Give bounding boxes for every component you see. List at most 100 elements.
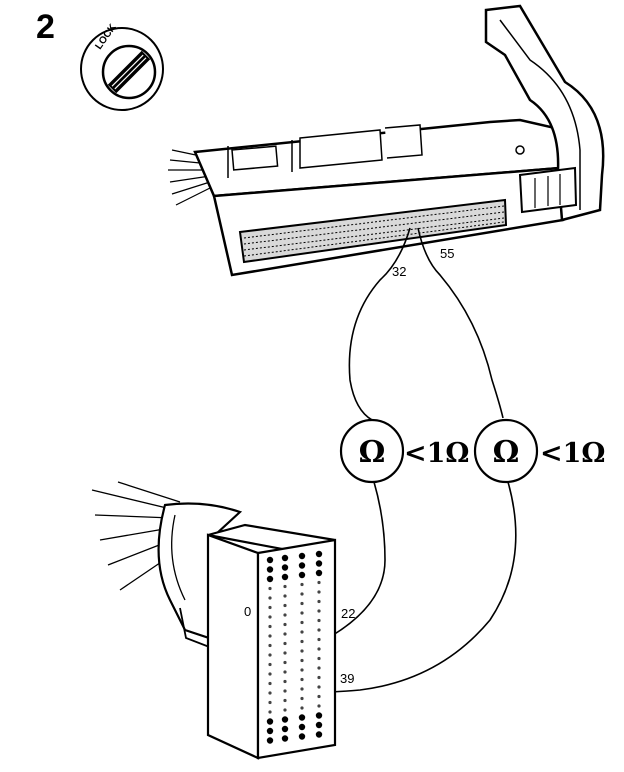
breakout-pin-jack (283, 651, 287, 655)
breakout-pin-jack (266, 566, 274, 573)
breakout-pin-jack (300, 677, 304, 682)
breakout-pin-jack (266, 556, 274, 564)
breakout-pin-22-label: 22 (341, 606, 355, 621)
breakout-pin-jack (283, 613, 287, 617)
breakout-pin-jack (317, 628, 321, 632)
breakout-pin-jack (268, 700, 272, 705)
breakout-box-pins (266, 550, 323, 744)
breakout-pin-jack (300, 696, 304, 701)
lead-box-22 (299, 481, 386, 653)
breakout-pin-jack (268, 605, 272, 610)
breakout-pin-jack (283, 689, 287, 693)
breakout-pin-jack (317, 685, 321, 689)
breakout-pin-jack (268, 691, 272, 695)
breakout-pin-jack (298, 714, 306, 721)
breakout-pin-jack (315, 721, 323, 729)
breakout-pin-jack (266, 737, 274, 744)
breakout-pin-jack (281, 725, 289, 733)
breakout-pin-jack (300, 639, 304, 644)
lead-ecu-55 (417, 227, 504, 419)
breakout-pin-jack (268, 615, 272, 619)
breakout-pin-jack (281, 573, 289, 581)
breakout-pin-jack (266, 727, 274, 735)
breakout-pin-39-label: 39 (340, 671, 354, 686)
breakout-pin-jack (317, 599, 321, 604)
breakout-pin-jack (300, 582, 304, 587)
breakout-pin-jack (298, 571, 306, 579)
breakout-pin-jack (283, 679, 287, 684)
breakout-pin-jack (300, 630, 304, 634)
breakout-pin-jack (283, 622, 287, 627)
ecu-connector (168, 4, 605, 277)
breakout-pin-jack (266, 718, 274, 725)
resistance-spec-left: <1Ω (404, 438, 469, 469)
ohm-symbol-right: Ω (493, 435, 520, 470)
breakout-pin-jack (317, 675, 321, 680)
breakout-pin-jack (266, 575, 274, 583)
breakout-pin-jack (268, 681, 272, 686)
breakout-pin-jack (300, 592, 304, 596)
breakout-pin-jack (300, 668, 304, 672)
breakout-pin-jack (283, 660, 287, 665)
breakout-pin-jack (300, 649, 304, 653)
breakout-side-mark: 0 (244, 604, 251, 619)
test-leads (287, 227, 517, 694)
breakout-pin-jack (317, 666, 321, 670)
breakout-pin-jack (300, 601, 304, 606)
breakout-pin-jack (268, 586, 272, 591)
breakout-pin-jack (300, 687, 304, 691)
ohm-symbol-left: Ω (359, 435, 386, 470)
breakout-pin-jack (268, 662, 272, 667)
step-number: 2 (36, 8, 55, 46)
breakout-pin-jack (315, 569, 323, 577)
breakout-pin-jack (315, 550, 323, 558)
breakout-pin-jack (268, 672, 272, 676)
breakout-pin-jack (317, 609, 321, 613)
breakout-pin-jack (281, 554, 289, 562)
breakout-pin-jack (317, 704, 321, 708)
breakout-pin-jack (283, 670, 287, 674)
breakout-pin-jack (281, 735, 289, 742)
breakout-box (91, 481, 337, 760)
breakout-pin-jack (281, 716, 289, 723)
breakout-pin-jack (283, 698, 287, 703)
breakout-pin-jack (300, 658, 304, 663)
ignition-switch-lock-icon: LOCK (80, 22, 164, 111)
ohmmeter-right: Ω (473, 418, 539, 484)
breakout-pin-jack (283, 603, 287, 608)
breakout-pin-jack (283, 584, 287, 589)
breakout-pin-jack (315, 712, 323, 719)
breakout-pin-jack (298, 733, 306, 740)
breakout-pin-jack (317, 618, 321, 623)
resistance-spec-right: <1Ω (540, 438, 605, 469)
breakout-pin-jack (268, 634, 272, 638)
lead-ecu-32 (348, 227, 411, 421)
breakout-pin-jack (317, 694, 321, 699)
breakout-pin-jack (268, 653, 272, 657)
breakout-pin-jack (300, 620, 304, 625)
breakout-pin-jack (283, 632, 287, 636)
ecu-pin-55-label: 55 (440, 246, 454, 261)
breakout-pin-jack (317, 637, 321, 642)
breakout-pin-jack (298, 562, 306, 569)
breakout-pin-jack (300, 706, 304, 710)
breakout-pin-jack (283, 641, 287, 646)
breakout-pin-jack (268, 596, 272, 600)
breakout-pin-jack (315, 560, 323, 567)
breakout-pin-jack (298, 723, 306, 731)
breakout-pin-jack (268, 643, 272, 648)
breakout-pin-jack (283, 708, 287, 712)
breakout-pin-jack (268, 710, 272, 714)
ohmmeter-left: Ω (339, 418, 405, 484)
breakout-pin-jack (298, 552, 306, 560)
breakout-pin-jack (317, 656, 321, 661)
breakout-pin-jack (315, 731, 323, 738)
breakout-pin-jack (317, 580, 321, 585)
breakout-pin-jack (317, 647, 321, 651)
breakout-pin-jack (268, 624, 272, 629)
breakout-pin-jack (300, 611, 304, 615)
breakout-pin-jack (281, 564, 289, 571)
breakout-pin-jack (283, 594, 287, 598)
breakout-pin-jack (317, 590, 321, 594)
